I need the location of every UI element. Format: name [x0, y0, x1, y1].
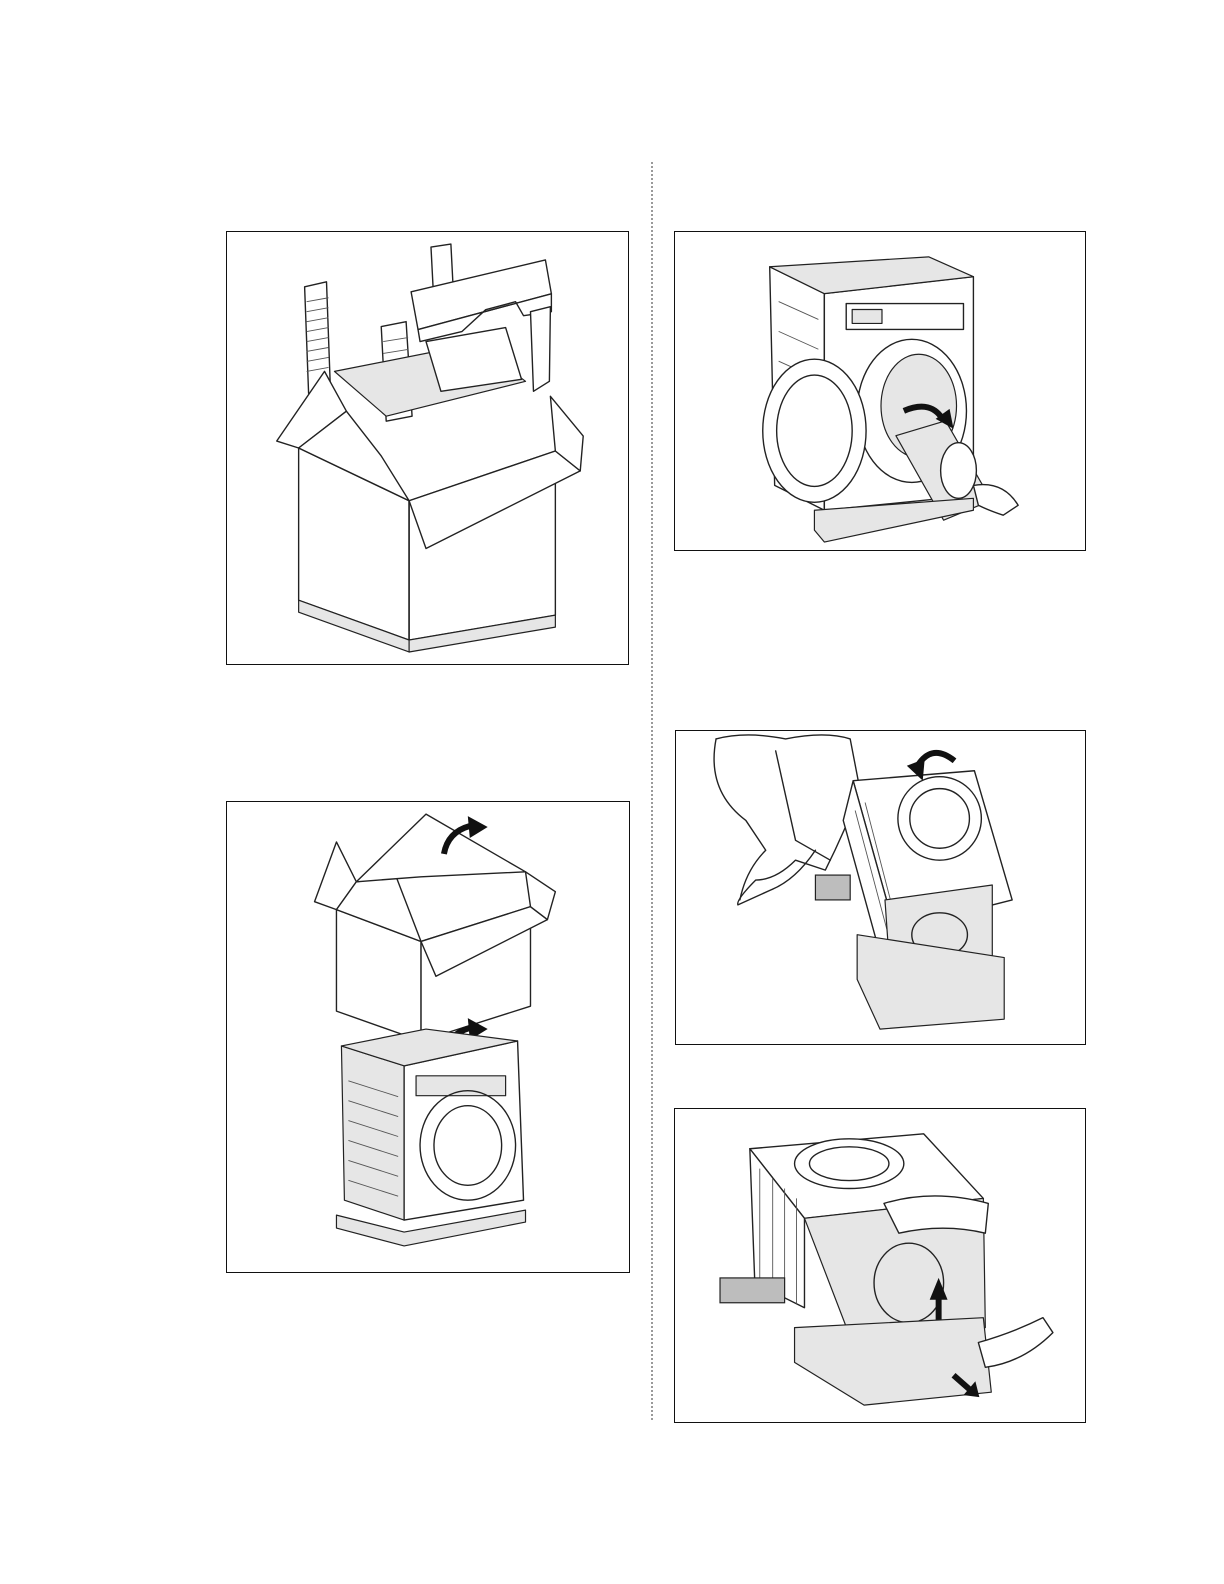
- column-divider: [651, 162, 653, 1420]
- remove-base-polystyrene-illustration: [675, 1109, 1085, 1422]
- figure-packaging-removal: [226, 231, 629, 665]
- figure-carton-lift-off: [226, 801, 630, 1273]
- carton-lift-off-illustration: [227, 802, 629, 1272]
- figure-door-bag-removal: [674, 231, 1086, 551]
- door-open-bag-removal-illustration: [675, 232, 1085, 550]
- figure-tilt-machine: [675, 730, 1086, 1045]
- figure-remove-base: [674, 1108, 1086, 1423]
- tilt-machine-back-illustration: [676, 731, 1085, 1044]
- packaging-removal-illustration: [227, 232, 628, 664]
